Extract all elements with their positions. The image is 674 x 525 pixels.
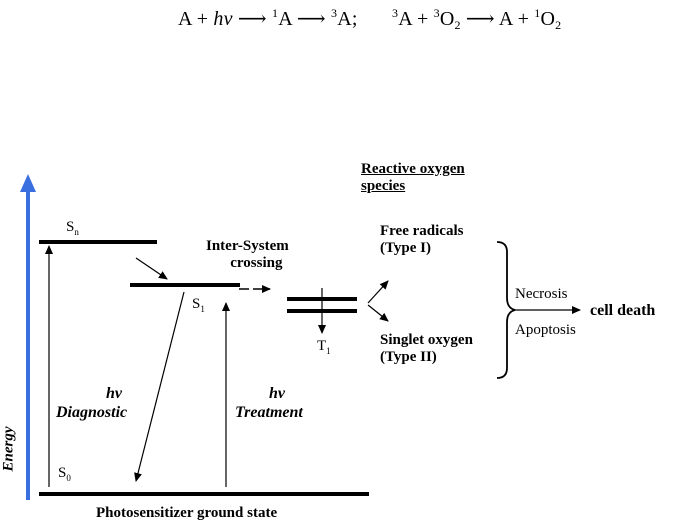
singlet-oxygen-label: Singlet oxygen (Type II) (380, 332, 473, 366)
eq-sub: 2 (555, 18, 562, 32)
s0-subscript: 0 (66, 473, 71, 483)
s1-label: S1 (192, 296, 205, 314)
eq-hv: hν (213, 8, 233, 30)
reaction-equation: A + hν ⟶ 1A ⟶ 3A; 3A + 3O2 ⟶ A + 1O2 (178, 6, 561, 31)
energy-axis-arrowhead (20, 174, 36, 192)
fluorescence-arrow (134, 291, 185, 482)
ground-state-label: Photosensitizer ground state (96, 505, 278, 521)
isc-label-line2: crossing (230, 255, 283, 271)
singlet-oxygen-line1: Singlet oxygen (380, 332, 473, 348)
energy-axis-label: Energy (0, 426, 17, 472)
eq-sup: 3 (433, 6, 440, 20)
eq-text: O (439, 8, 455, 30)
eq-text: A + (178, 8, 214, 30)
type1-arrow (367, 280, 389, 304)
s1-letter: S (192, 296, 201, 312)
isc-label-line1: Inter-System (206, 238, 289, 254)
t1-letter: T (317, 338, 327, 354)
eq-sup: 1 (271, 6, 279, 20)
ros-title-line2: species (361, 178, 406, 194)
ros-title-line1: Reactive oxygen (361, 161, 465, 177)
eq-text: A + (398, 8, 434, 30)
s0-letter: S (58, 465, 67, 481)
free-radicals-line1: Free radicals (380, 223, 464, 239)
ros-title: Reactive oxygen species (361, 161, 465, 195)
t1-subscript: 1 (326, 346, 331, 356)
cell-death-label: cell death (590, 302, 656, 319)
singlet-oxygen-line2: (Type II) (380, 349, 437, 365)
internal-conversion-arrow (135, 257, 168, 280)
t1-label: T1 (317, 338, 331, 356)
right-brace (496, 241, 516, 379)
eq-sup: 1 (534, 6, 541, 20)
eq-sup: 3 (392, 6, 399, 20)
s1-subscript: 1 (200, 304, 205, 314)
s0-label: S0 (58, 465, 71, 483)
sn-subscript: n (74, 227, 79, 237)
eq-sub: 2 (454, 18, 461, 32)
necrosis-label: Necrosis (515, 286, 568, 302)
type2-arrow (367, 304, 389, 322)
eq-text: O (540, 8, 556, 30)
eq-arrow: ⟶ A + (460, 8, 535, 30)
eq-text: A; (337, 8, 358, 30)
treatment-label: Treatment (235, 404, 303, 421)
free-radicals-line2: (Type I) (380, 240, 431, 256)
apoptosis-label: Apoptosis (515, 322, 576, 338)
hv-diagnostic: hν (106, 385, 122, 402)
eq-arrow: ⟶ (232, 8, 272, 30)
sn-label: Sn (66, 219, 79, 237)
eq-text: A ⟶ (278, 8, 331, 30)
isc-label: Inter-System crossing (206, 238, 289, 272)
hv-treatment: hν (269, 385, 285, 402)
free-radicals-label: Free radicals (Type I) (380, 223, 463, 257)
sn-letter: S (66, 219, 75, 235)
diagnostic-label: Diagnostic (56, 404, 128, 421)
eq-sup: 3 (331, 6, 338, 20)
